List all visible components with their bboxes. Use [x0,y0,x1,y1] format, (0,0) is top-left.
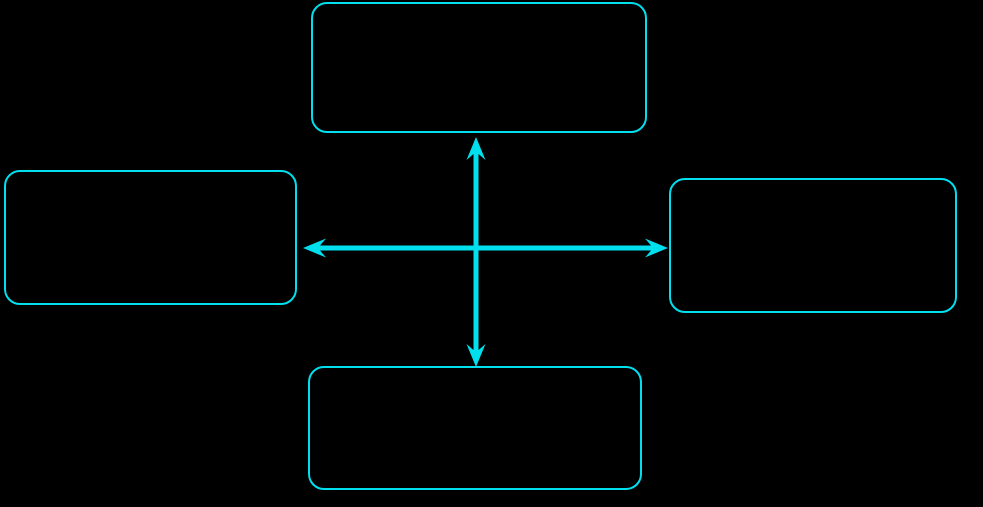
top-node[interactable] [311,2,647,133]
bottom-node[interactable] [308,366,642,490]
horizontal-double-arrow [303,238,668,258]
left-node[interactable] [4,170,297,305]
right-node[interactable] [669,178,957,313]
vertical-double-arrow [466,137,486,367]
